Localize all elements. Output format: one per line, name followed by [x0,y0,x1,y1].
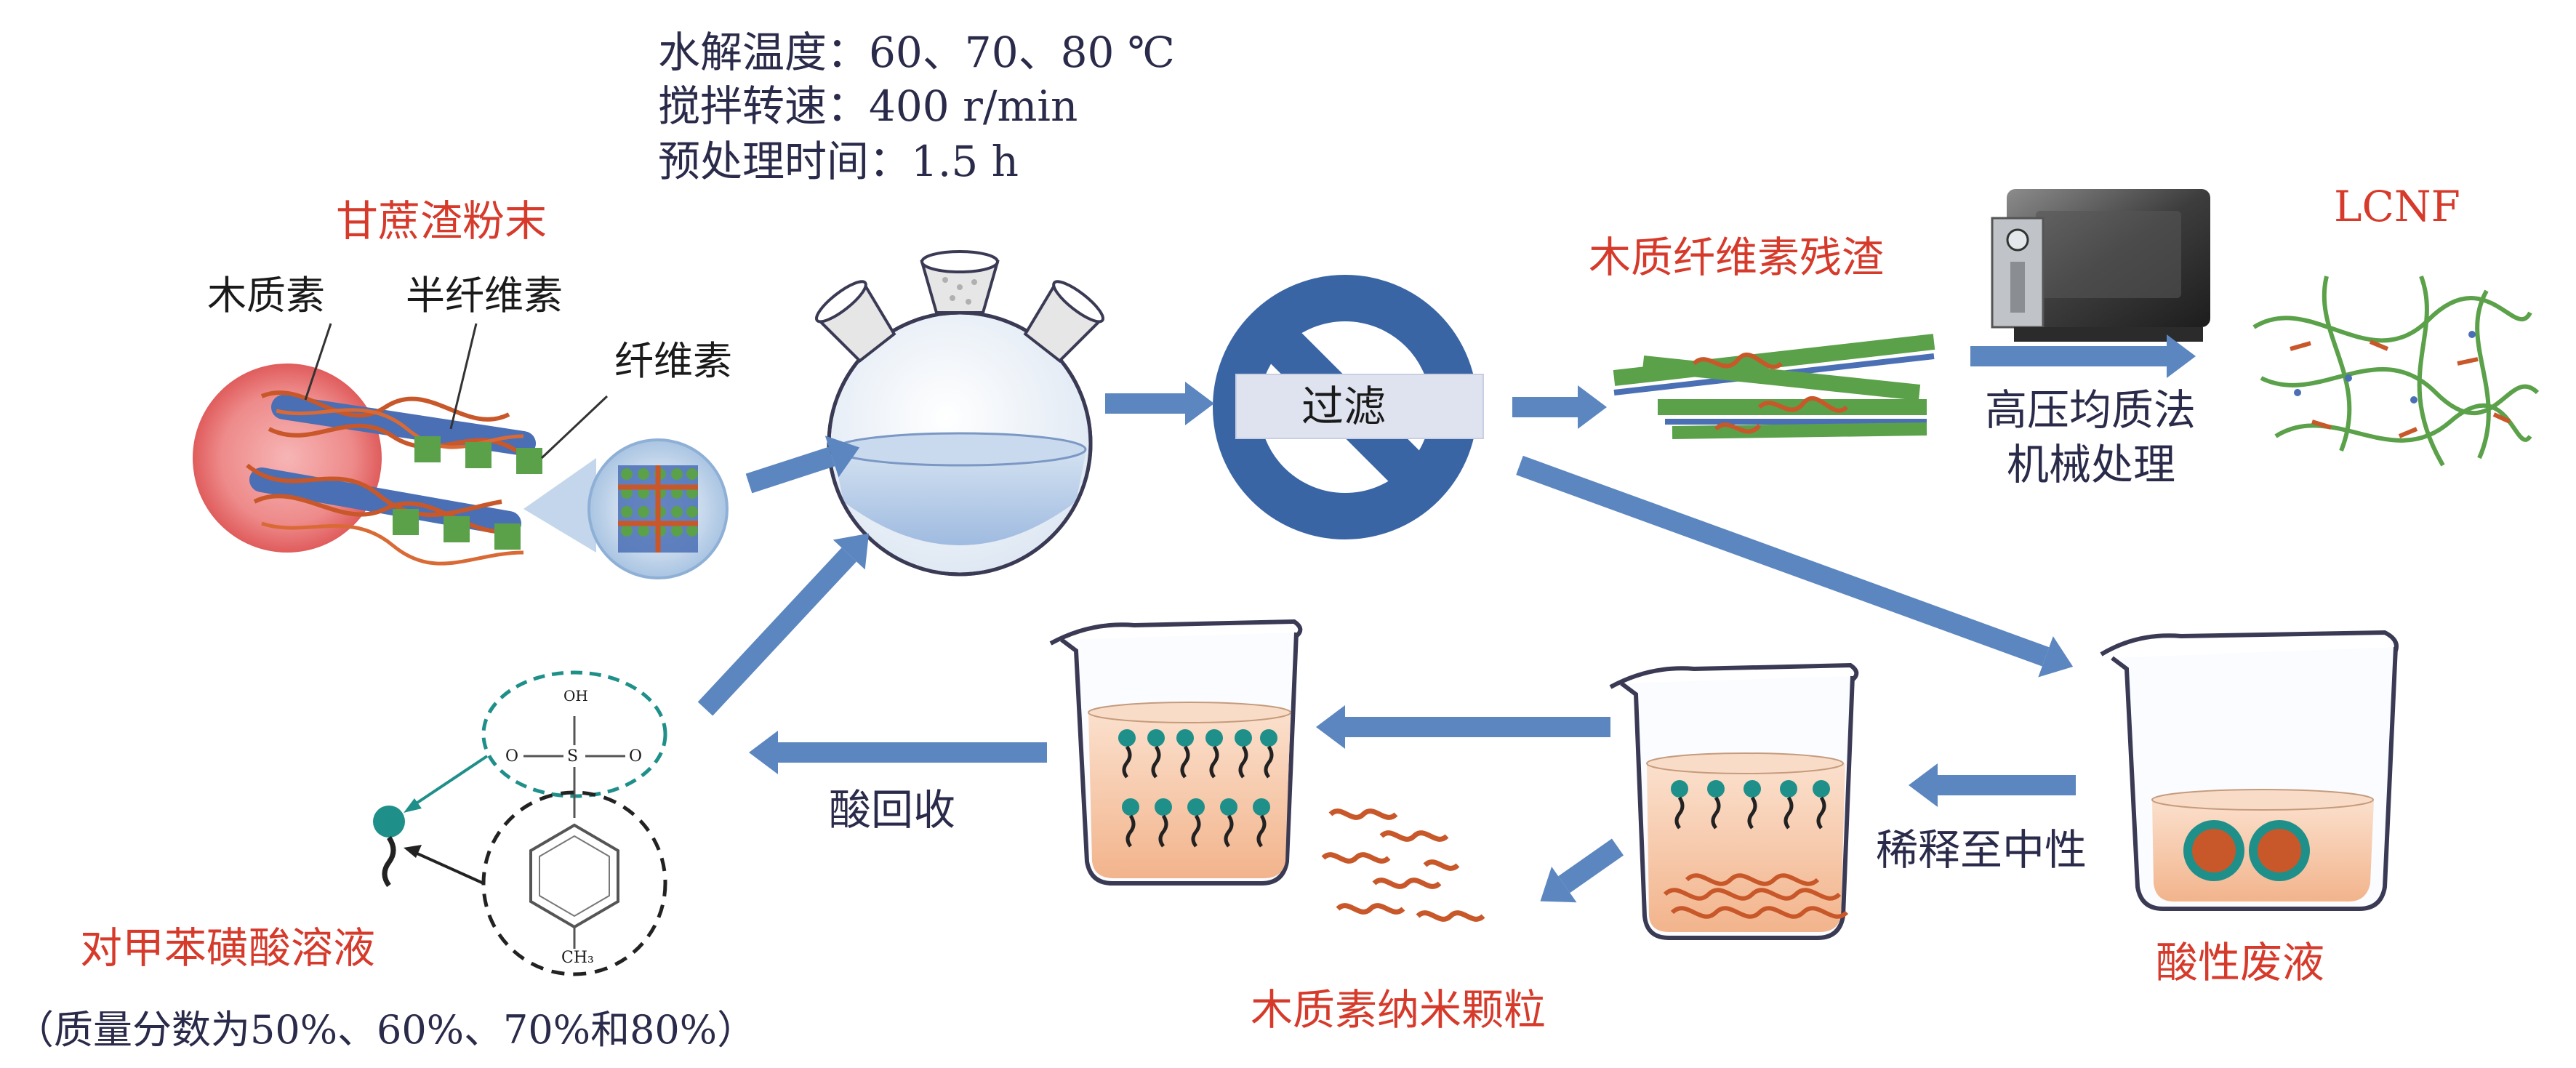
microfibril-block [618,465,698,553]
acid-recovery-label: 酸回收 [829,785,956,835]
hydrolysis-temperature: 水解温度：60、70、80 ℃ [658,28,1175,77]
beaker-sediment [1609,662,1859,940]
cellulose-label: 纤维素 [614,338,732,384]
homogenizer-machine [1991,189,2210,342]
bagasse-powder-label: 甘蔗渣粉末 [336,196,547,246]
lignocellulose-residue [1613,334,1935,439]
three-neck-flask [814,250,1105,577]
ptsa-solution-label: 对甲苯磺酸溶液 [80,923,376,973]
methyl-group: CH₃ [561,949,594,967]
pretreatment-time: 预处理时间：1.5 h [658,137,1019,186]
ptsa-molecule [373,670,667,976]
ptsa-concentration-label: （质量分数为50%、60%、70%和80%） [15,1007,757,1053]
oxygen-right-atom: O [629,747,643,766]
beaker-acid-waste [2100,630,2399,911]
hemicellulose-label: 半纤维素 [406,273,563,318]
sulfur-atom: S [567,747,579,766]
fiber-bundle-upper [260,390,542,474]
lignin-nanoparticles-label: 木质素纳米颗粒 [1251,985,1546,1035]
process-arrows [697,334,2196,903]
dilute-neutral-label: 稀释至中性 [1876,825,2087,875]
beaker-recovered [1049,619,1303,886]
residue-label: 木质纤维素残渣 [1589,233,1885,282]
stirring-speed: 搅拌转速：400 r/min [658,81,1078,131]
homogenization-label-2: 机械处理 [2007,440,2176,489]
lignin-nanoparticles [1321,808,1485,922]
bagasse-powder-illustration [193,323,729,579]
lignin-label: 木质素 [207,273,325,318]
lcnf-network [2252,275,2540,467]
homogenization-label-1: 高压均质法 [1985,385,2196,435]
lcnf-label: LCNF [2334,182,2460,231]
fiber-bundle-lower [246,463,524,566]
lignin-micelle [2183,820,2310,881]
acid-waste-label: 酸性废液 [2156,938,2325,987]
oh-atom: OH [563,687,588,704]
oxygen-left-atom: O [505,747,519,766]
filter-label: 过滤 [1301,382,1387,431]
filter-symbol [1213,275,1484,539]
